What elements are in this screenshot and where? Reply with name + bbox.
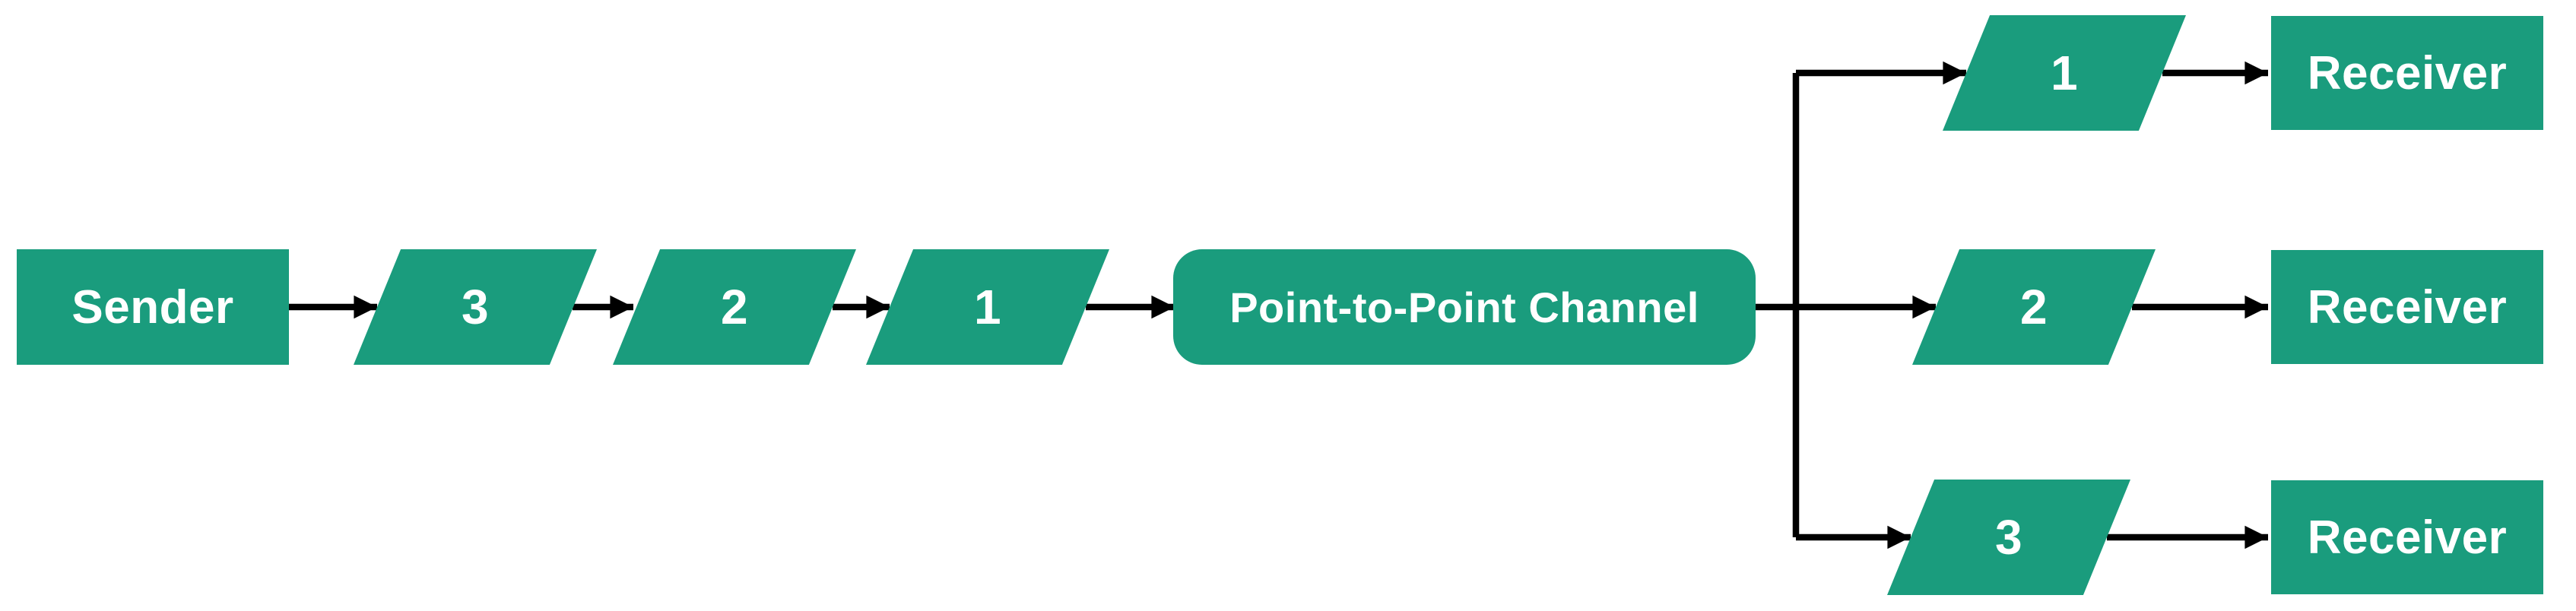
- outgoing-message-3: 3: [354, 249, 597, 365]
- receiver-1-label: Receiver: [2307, 46, 2508, 100]
- receiver-3-label: Receiver: [2307, 511, 2508, 564]
- outgoing-message-2: 2: [613, 249, 856, 365]
- receiver-box-3: Receiver: [2271, 480, 2543, 594]
- delivered-message-2: 2: [1912, 249, 2156, 365]
- outgoing-message-1-label: 1: [973, 280, 1002, 334]
- sender-label: Sender: [71, 280, 234, 334]
- channel-label: Point-to-Point Channel: [1229, 283, 1699, 331]
- outgoing-message-3-label: 3: [461, 280, 490, 334]
- delivered-message-1: 1: [1943, 15, 2186, 131]
- delivered-message-3-label: 3: [1994, 510, 2023, 565]
- point-to-point-channel-box: Point-to-Point Channel: [1173, 249, 1756, 365]
- delivered-message-1-label: 1: [2050, 46, 2079, 100]
- receiver-box-2: Receiver: [2271, 250, 2543, 364]
- delivered-message-2-label: 2: [2019, 280, 2048, 334]
- outgoing-message-1: 1: [866, 249, 1109, 365]
- receiver-box-1: Receiver: [2271, 16, 2543, 130]
- delivered-message-3: 3: [1887, 480, 2130, 595]
- outgoing-message-2-label: 2: [720, 280, 749, 334]
- sender-box: Sender: [17, 249, 289, 365]
- receiver-2-label: Receiver: [2307, 280, 2508, 334]
